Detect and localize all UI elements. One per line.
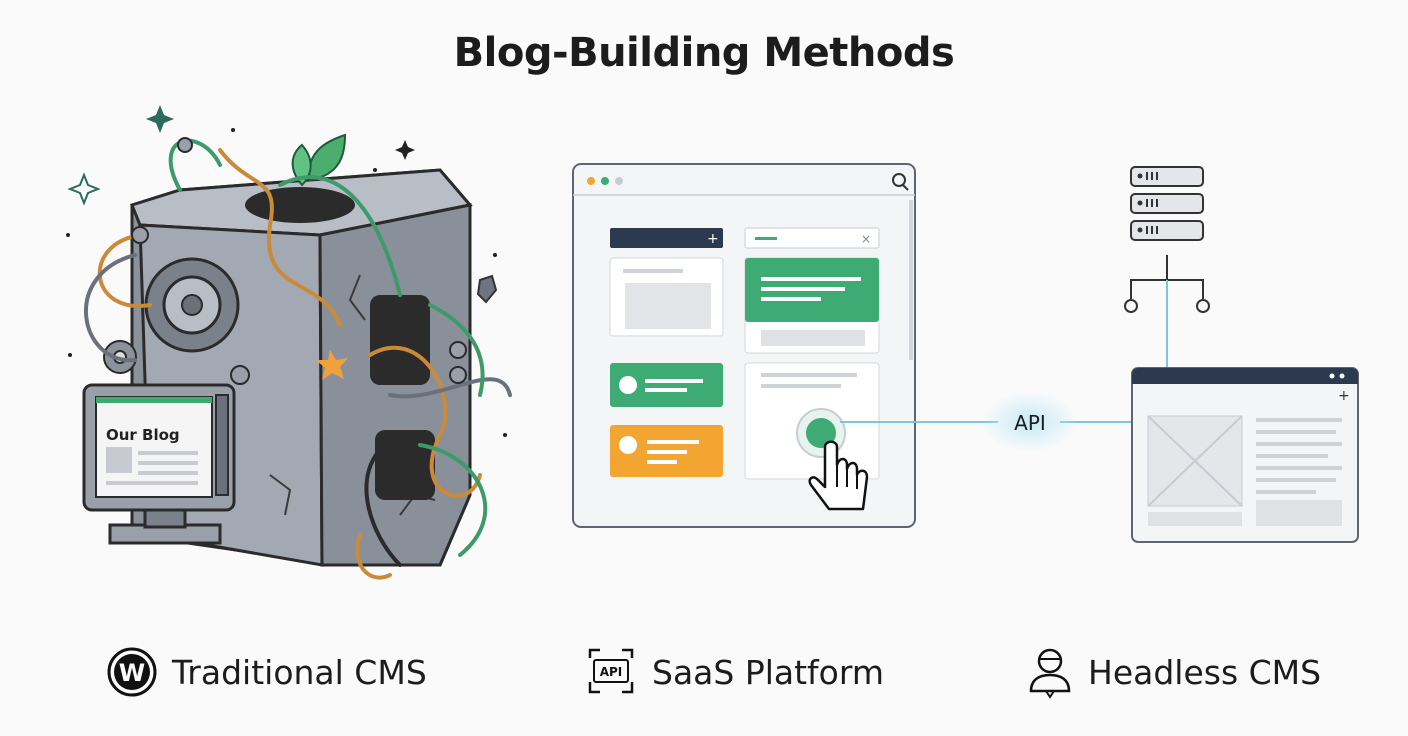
api-label: API	[1014, 411, 1046, 435]
saas-platform-illustration: + ×	[572, 163, 916, 528]
gear-icon	[144, 257, 240, 353]
svg-text:+: +	[707, 231, 719, 247]
api-icon-text: API	[600, 665, 623, 679]
sparkle-icon	[66, 105, 507, 437]
method-headless-cms: Headless CMS	[1026, 644, 1321, 700]
api-icon: API	[588, 648, 634, 694]
method-label: SaaS Platform	[652, 652, 884, 692]
method-label: Headless CMS	[1088, 652, 1322, 692]
headless-person-icon	[1029, 648, 1071, 699]
traditional-cms-illustration: Our Blog	[66, 105, 512, 580]
server-icon	[1130, 166, 1204, 241]
svg-text:+: +	[1338, 388, 1350, 404]
method-traditional-cms: W Traditional CMS	[106, 644, 427, 700]
screen-title: Our Blog	[106, 426, 180, 444]
method-label: Traditional CMS	[172, 652, 427, 692]
wordpress-icon: W	[107, 647, 157, 697]
search-icon	[892, 173, 909, 191]
pointer-hand-icon	[808, 440, 869, 511]
method-saas-platform: API SaaS Platform	[584, 644, 884, 700]
headless-cms-illustration: API +	[840, 166, 1359, 543]
svg-text:W: W	[119, 659, 145, 687]
monitor-icon: Our Blog	[82, 383, 236, 545]
page-title: Blog-Building Methods	[453, 30, 955, 76]
svg-text:×: ×	[861, 232, 871, 246]
